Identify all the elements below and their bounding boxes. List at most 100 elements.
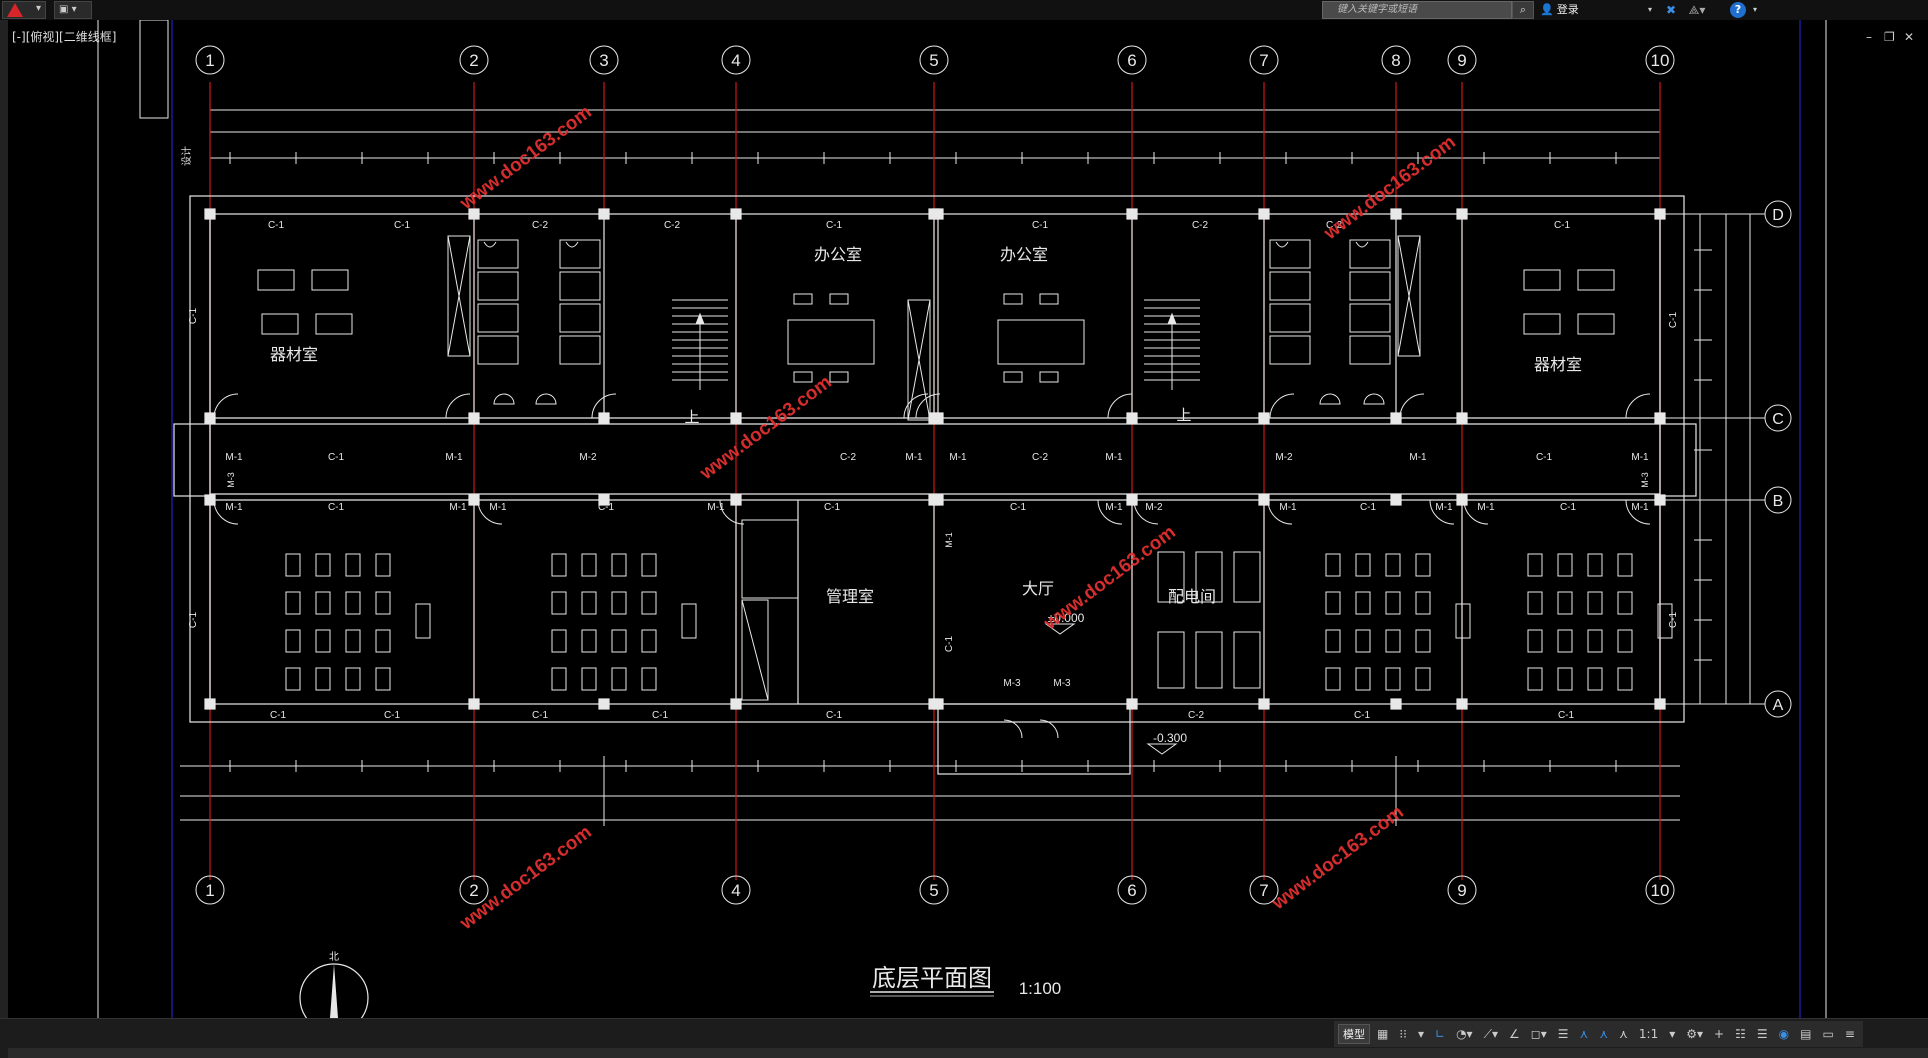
door-label: M-1 [944, 532, 954, 548]
electrical-panel [1233, 551, 1261, 603]
door-swing [1625, 393, 1651, 419]
opening-label: C-1 [824, 502, 841, 513]
customize-status-icon[interactable]: ≡ [1844, 1027, 1855, 1041]
axis-bubble-label: 7 [1259, 881, 1268, 900]
opening-label: C-1 [1360, 502, 1377, 513]
axis-bubble-label: 4 [731, 51, 740, 70]
door-swing [1429, 499, 1455, 525]
stair-arrow-head [695, 312, 705, 325]
angle-icon[interactable]: ∠ [1509, 1027, 1520, 1041]
desk [551, 667, 567, 691]
desk [1587, 667, 1603, 691]
lineweight-icon[interactable]: ☰ [1557, 1027, 1569, 1041]
search-input[interactable]: 键入关键字或短语 [1322, 1, 1512, 19]
sink-icon [535, 393, 557, 405]
axis-bubble-label: 1 [205, 881, 214, 900]
lectern [681, 603, 697, 639]
auto-scale-icon[interactable]: ⋏ [1599, 1027, 1609, 1041]
desk [551, 629, 567, 653]
desk [285, 629, 301, 653]
electrical-panel [1157, 551, 1185, 603]
watermark-text: www.doc163.com [696, 372, 836, 485]
column [1126, 208, 1138, 220]
minimize-icon[interactable]: – [1866, 30, 1872, 44]
horizontal-scrollbar[interactable] [8, 1048, 1928, 1058]
cabinet-cross [741, 599, 769, 701]
grid-icon[interactable]: ▦ [1377, 1027, 1389, 1041]
cabinet [741, 599, 769, 701]
viewport-controls-label[interactable]: [-][俯视][二维线框] [12, 30, 117, 44]
toilet-stall [477, 239, 519, 269]
column [1390, 208, 1402, 220]
desk [1587, 553, 1603, 577]
model-space-button[interactable]: 模型 [1338, 1024, 1370, 1044]
room-label-management: 管理室 [826, 588, 874, 606]
opening-label: C-1 [328, 452, 345, 463]
ortho-icon[interactable]: ∟ [1435, 1027, 1446, 1041]
desk [1415, 629, 1431, 653]
annotation-scale-icon[interactable]: ⋏ [1619, 1027, 1628, 1041]
storage-cabinet [1523, 269, 1561, 291]
axis-bubble [195, 45, 225, 75]
desk [1617, 553, 1633, 577]
column [932, 208, 944, 220]
object-snap-tracking-icon[interactable]: ◻▾ [1530, 1027, 1547, 1041]
sink-icon [493, 393, 515, 405]
electrical-panel [1195, 631, 1223, 689]
hardware-acceleration-icon[interactable]: ▤ [1800, 1027, 1812, 1041]
chevron-down-icon[interactable]: ▾ [1752, 5, 1757, 14]
door-swing [1267, 499, 1293, 525]
close-icon[interactable]: ✕ [1904, 30, 1915, 44]
desk [375, 591, 391, 615]
desk [641, 629, 657, 653]
customization-icon[interactable]: ☰ [1756, 1027, 1768, 1041]
status-toolbar: 模型 ▦ ⁝⁝ ▾ ∟ ◔▾ ⟋▾ ∠ ◻▾ ☰ ⋏ ⋏ ⋏ 1:1 ▾ ⚙▾ … [1334, 1021, 1863, 1047]
desk [1587, 629, 1603, 653]
application-menu-button[interactable]: ▾ [2, 1, 46, 19]
a360-icon[interactable]: ⟁▾ [1688, 3, 1706, 17]
level-label-zero: ±0.000 [1048, 611, 1085, 625]
plus-icon[interactable]: + [1714, 1027, 1725, 1041]
restore-icon[interactable]: ❐ [1884, 30, 1895, 44]
column [730, 412, 742, 424]
column [1654, 494, 1666, 506]
column [468, 208, 480, 220]
desk [611, 667, 627, 691]
annotation-visibility-icon[interactable]: ⋏ [1579, 1027, 1589, 1041]
binoculars-icon[interactable]: ⌕ [1512, 1, 1534, 19]
chevron-down-icon[interactable]: ▾ [1669, 1027, 1676, 1041]
opening-label: M-2 [1275, 452, 1293, 463]
lectern [1455, 603, 1471, 639]
login-button[interactable]: 👤登录 ▾ [1540, 1, 1658, 19]
desk [1415, 667, 1431, 691]
gear-icon[interactable]: ⚙▾ [1686, 1027, 1704, 1041]
door-swing [477, 499, 503, 525]
isolate-objects-icon[interactable]: ◉ [1778, 1027, 1790, 1041]
column [1654, 698, 1666, 710]
toilet-stall [559, 303, 601, 333]
osnap-icon[interactable]: ⟋▾ [1483, 1026, 1499, 1041]
elevator-shaft [1397, 235, 1421, 357]
entrance-porch-right [1659, 423, 1697, 497]
clean-screen-icon[interactable]: ▭ [1822, 1027, 1834, 1041]
snap-icon[interactable]: ⁝⁝ [1399, 1027, 1407, 1041]
desk [1325, 553, 1341, 577]
help-button[interactable]: ? [1730, 2, 1746, 18]
exchange-icon[interactable]: ✖ [1665, 3, 1677, 17]
toilet-stall [1269, 303, 1311, 333]
elevator-shaft [447, 235, 471, 357]
window-label: C-1 [394, 220, 411, 231]
quick-access-save-button[interactable]: ▣ ▾ [54, 1, 92, 19]
axis-bubble [459, 875, 489, 905]
door-swing [1269, 393, 1295, 419]
workspace-icon[interactable]: ☷ [1735, 1027, 1746, 1041]
chevron-down-icon[interactable]: ▾ [1417, 1027, 1425, 1041]
column [204, 494, 216, 506]
axis-bubble-label: 2 [469, 881, 478, 900]
column [1126, 494, 1138, 506]
sheet-note: 设计 [180, 146, 193, 166]
desk [1385, 591, 1401, 615]
scale-dropdown[interactable]: 1:1 [1638, 1027, 1659, 1041]
polar-icon[interactable]: ◔▾ [1456, 1027, 1473, 1041]
